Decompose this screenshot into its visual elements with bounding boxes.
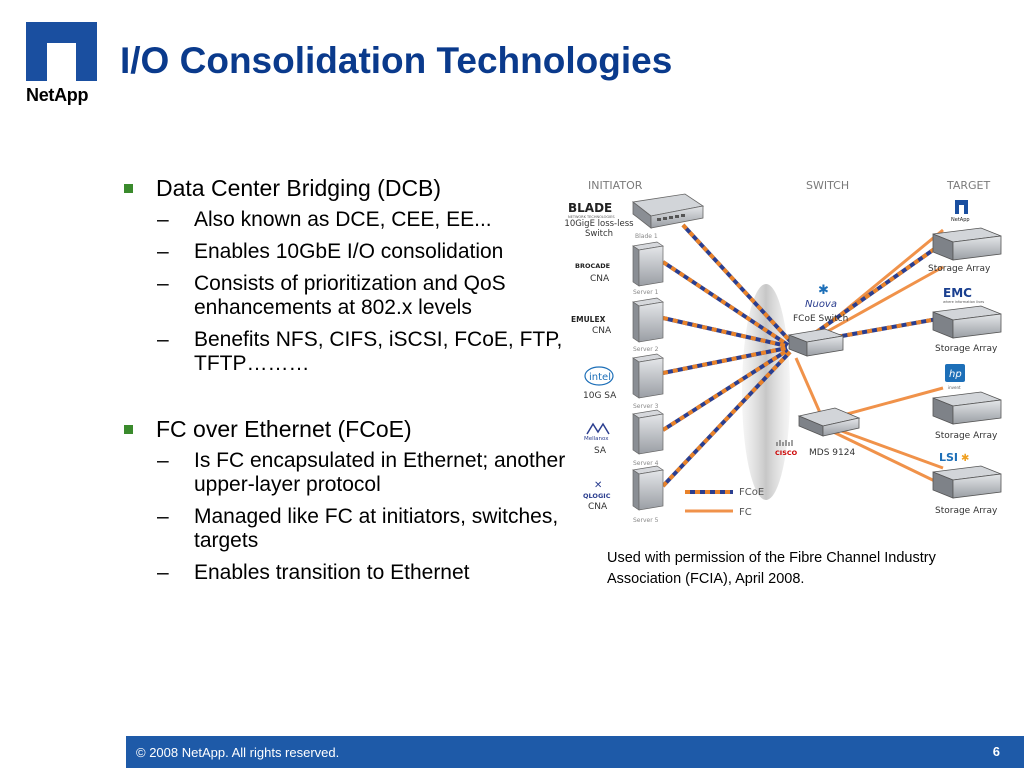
page-number: 6 bbox=[992, 744, 1000, 759]
netapp-target-logo: NetApp bbox=[951, 217, 970, 223]
svg-text:Server 2: Server 2 bbox=[633, 346, 659, 353]
fcoe-network-diagram: INITIATOR SWITCH TARGET bbox=[564, 179, 1002, 524]
svg-text:invent: invent bbox=[948, 385, 961, 390]
svg-text:Server 4: Server 4 bbox=[633, 460, 659, 467]
target-storage-3: hp invent Storage Array bbox=[932, 364, 1002, 441]
slide-footer: © 2008 NetApp. All rights reserved. 6 bbox=[126, 736, 1024, 768]
target-storage-2: EMC where information lives Storage Arra… bbox=[932, 286, 1002, 354]
lsi-logo: LSI bbox=[939, 451, 958, 464]
qlogic-logo: QLOGIC bbox=[583, 492, 611, 500]
diagram-legend: FCoE FC bbox=[685, 487, 764, 518]
target-storage-1: NetApp Storage Array bbox=[928, 200, 1002, 274]
bullet-list: Data Center Bridging (DCB) –Also known a… bbox=[120, 175, 570, 593]
svg-text:✱: ✱ bbox=[961, 453, 969, 464]
emulex-logo: EMULEX bbox=[571, 315, 606, 324]
sub-bullet-text: Enables 10GbE I/O consolidation bbox=[194, 240, 504, 263]
nuova-logo: Nuova bbox=[805, 299, 837, 310]
brocade-logo: BROCADE bbox=[575, 262, 610, 270]
sub-bullet-text: Benefits NFS, CIFS, iSCSI, FCoE, FTP, TF… bbox=[194, 328, 563, 375]
svg-text:Storage Array: Storage Array bbox=[928, 264, 991, 274]
initiator-server-1: BROCADE CNA Server 1 bbox=[575, 241, 664, 296]
svg-text:✕: ✕ bbox=[594, 480, 602, 491]
svg-text:Storage Array: Storage Array bbox=[935, 431, 998, 441]
svg-text:10G SA: 10G SA bbox=[583, 391, 617, 401]
sub-bullet-list: –Is FC encapsulated in Ethernet; another… bbox=[156, 449, 570, 585]
netapp-logo: NetApp bbox=[26, 22, 100, 108]
svg-text:Storage Array: Storage Array bbox=[935, 344, 998, 354]
hp-logo: hp bbox=[949, 369, 962, 380]
bullet-item: FC over Ethernet (FCoE) –Is FC encapsula… bbox=[120, 416, 570, 585]
sub-bullet-text: Is FC encapsulated in Ethernet; another … bbox=[194, 449, 566, 496]
bullet-text: Data Center Bridging (DCB) bbox=[156, 175, 442, 201]
sub-bullet-item: –Enables transition to Ethernet bbox=[157, 561, 470, 584]
svg-text:CNA: CNA bbox=[588, 502, 608, 512]
copyright-text: © 2008 NetApp. All rights reserved. bbox=[136, 745, 340, 760]
svg-text:✱: ✱ bbox=[818, 283, 829, 298]
blade-vendor-logo: BLADE bbox=[568, 201, 612, 215]
sub-bullet-text: Also known as DCE, CEE, EE... bbox=[194, 208, 492, 231]
blade-type-label: 10GigE loss-less Switch bbox=[564, 219, 634, 239]
svg-text:where information lives: where information lives bbox=[943, 300, 984, 304]
sub-bullet-text: Managed like FC at initiators, switches,… bbox=[194, 505, 559, 552]
mds-switch: CISCO MDS 9124 bbox=[775, 407, 861, 458]
sub-bullet-text: Enables transition to Ethernet bbox=[194, 561, 470, 584]
svg-text:CNA: CNA bbox=[592, 326, 612, 336]
svg-text:Server 1: Server 1 bbox=[633, 289, 659, 296]
fcoe-switch-label: FCoE Switch bbox=[793, 314, 848, 324]
netapp-logo-mark bbox=[26, 22, 97, 81]
initiator-server-4: Mellanox SA Server 4 bbox=[584, 409, 664, 467]
svg-text:SA: SA bbox=[594, 446, 607, 456]
svg-text:CNA: CNA bbox=[590, 274, 610, 284]
initiator-server-3: intel 10G SA Server 3 bbox=[583, 353, 664, 410]
bullet-text: FC over Ethernet (FCoE) bbox=[156, 416, 412, 442]
fc-legend-label: FC bbox=[739, 507, 752, 518]
bullet-item: Data Center Bridging (DCB) –Also known a… bbox=[120, 175, 570, 376]
sub-bullet-item: –Managed like FC at initiators, switches… bbox=[157, 505, 559, 552]
svg-text:Blade 1: Blade 1 bbox=[635, 233, 658, 240]
fc-links bbox=[794, 228, 944, 487]
fcoe-legend-label: FCoE bbox=[739, 487, 764, 498]
emc-logo: EMC bbox=[943, 286, 972, 300]
initiator-header: INITIATOR bbox=[588, 179, 643, 192]
sub-bullet-list: –Also known as DCE, CEE, EE... –Enables … bbox=[156, 208, 570, 376]
diagram-caption: Used with permission of the Fibre Channe… bbox=[607, 550, 936, 587]
netapp-logo-text: NetApp bbox=[26, 85, 89, 105]
sub-bullet-item: –Also known as DCE, CEE, EE... bbox=[157, 208, 492, 231]
sub-bullet-item: –Benefits NFS, CIFS, iSCSI, FCoE, FTP, T… bbox=[157, 328, 563, 375]
sub-bullet-item: –Consists of prioritization and QoS enha… bbox=[157, 272, 506, 319]
initiator-server-5: ✕ QLOGIC CNA Server 5 bbox=[583, 465, 664, 524]
bullet-square-icon bbox=[124, 425, 133, 434]
sub-bullet-item: –Is FC encapsulated in Ethernet; another… bbox=[157, 449, 566, 496]
sub-bullet-item: –Enables 10GbE I/O consolidation bbox=[157, 240, 504, 263]
initiator-blade: BLADE NETWORK TECHNOLOGIES 10GigE loss-l… bbox=[564, 193, 705, 240]
intel-logo: intel bbox=[589, 372, 611, 383]
svg-text:Server 5: Server 5 bbox=[633, 517, 659, 524]
mellanox-logo: Mellanox bbox=[584, 436, 609, 442]
target-header: TARGET bbox=[946, 179, 991, 192]
initiator-server-2: EMULEX CNA Server 2 bbox=[571, 297, 664, 353]
svg-text:Server 3: Server 3 bbox=[633, 403, 659, 410]
slide-title: I/O Consolidation Technologies bbox=[120, 40, 673, 81]
svg-text:NETWORK TECHNOLOGIES: NETWORK TECHNOLOGIES bbox=[568, 215, 615, 219]
bullet-square-icon bbox=[124, 184, 133, 193]
cisco-logo: CISCO bbox=[775, 449, 798, 457]
switch-header: SWITCH bbox=[806, 179, 849, 192]
mds-switch-label: MDS 9124 bbox=[809, 448, 855, 458]
fcoe-switch: ✱ Nuova FCoE Switch bbox=[787, 283, 848, 357]
sub-bullet-text: Consists of prioritization and QoS enhan… bbox=[194, 272, 506, 319]
svg-text:Storage Array: Storage Array bbox=[935, 506, 998, 516]
target-storage-4: LSI ✱ Storage Array bbox=[932, 451, 1002, 516]
